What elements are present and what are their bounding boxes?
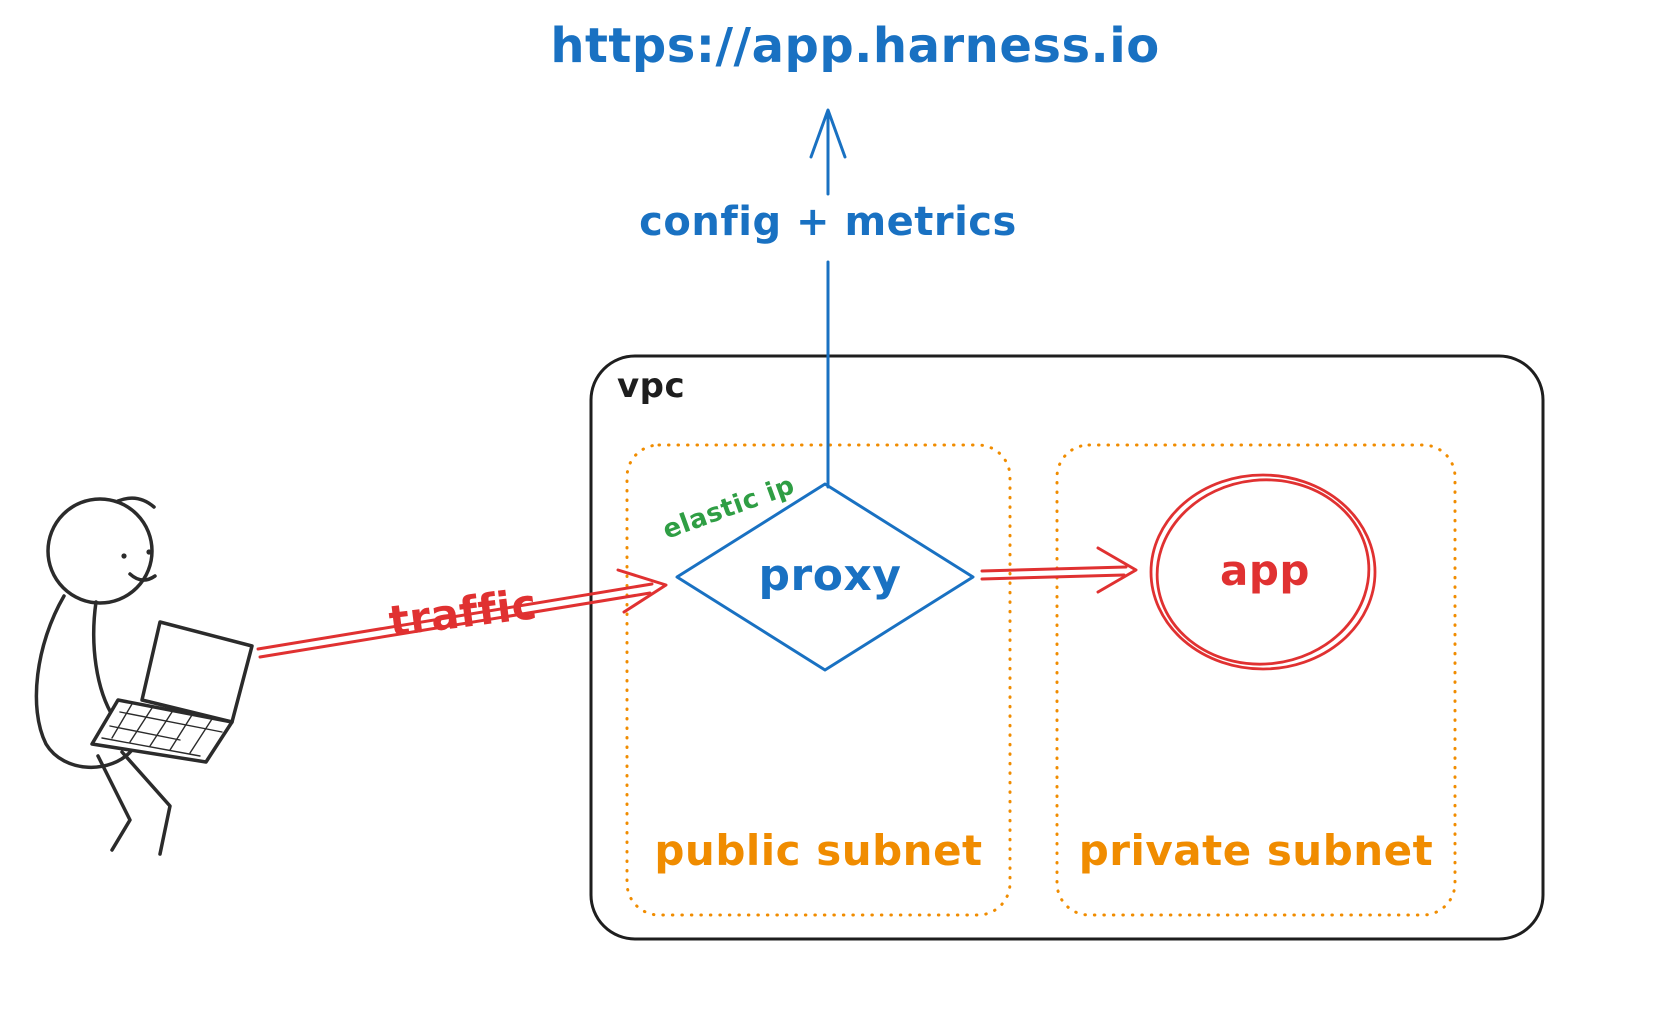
harness-url-label: https://app.harness.io <box>550 18 1160 74</box>
arrowhead-right <box>1096 546 1138 594</box>
proxy-diamond <box>675 482 975 672</box>
public-subnet-box <box>625 443 1012 917</box>
person-sketch <box>34 496 254 856</box>
arrow-traffic <box>256 568 668 659</box>
arrowhead-up <box>809 108 847 159</box>
private-subnet-label: private subnet <box>1078 826 1434 875</box>
arrow-config-metrics <box>809 108 847 489</box>
public-subnet-label: public subnet <box>654 826 983 875</box>
proxy-node-label: proxy <box>758 550 902 601</box>
config-metrics-label: config + metrics <box>639 199 1017 245</box>
vpc-box <box>589 354 1545 941</box>
app-node-label: app <box>1220 546 1310 595</box>
private-subnet-box <box>1055 443 1457 917</box>
arrowhead-traffic <box>616 568 668 614</box>
laptop-hatch <box>101 703 223 757</box>
arrow-proxy-to-app <box>980 546 1138 594</box>
vpc-label: vpc <box>617 366 686 406</box>
app-circle <box>1149 473 1377 671</box>
